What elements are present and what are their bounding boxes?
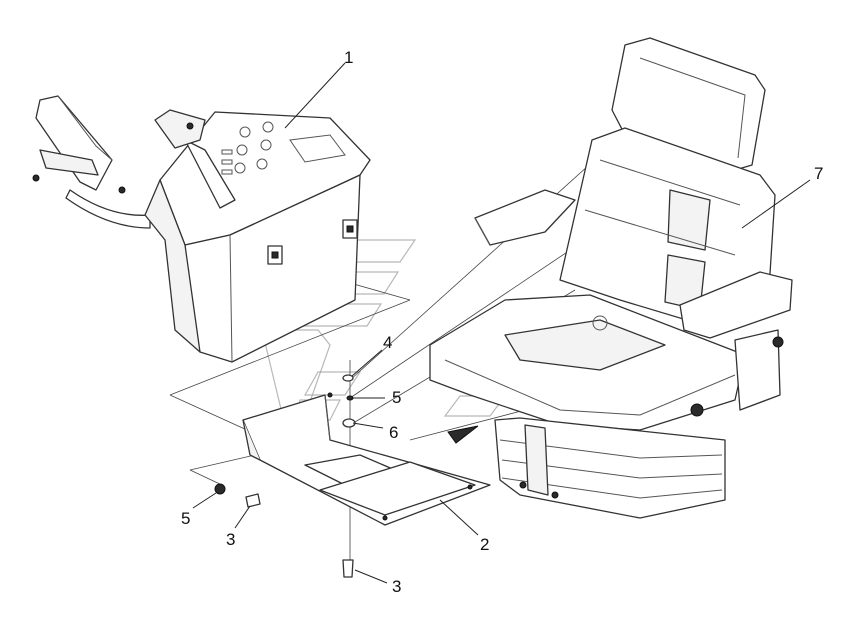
- callout-labels: 1 2 3 3 4 5 5 6 7: [181, 48, 823, 596]
- leader-lines: [192, 62, 811, 584]
- callout-7: 7: [814, 164, 823, 183]
- control-console: [32, 95, 371, 363]
- mounting-plate: [242, 392, 491, 526]
- callout-5-b: 5: [181, 509, 190, 528]
- operator-seat: [429, 37, 793, 519]
- callout-6: 6: [389, 423, 398, 442]
- callout-3-b: 3: [392, 577, 401, 596]
- callout-5-a: 5: [392, 388, 401, 407]
- callout-1: 1: [344, 48, 353, 67]
- callout-2: 2: [480, 535, 489, 554]
- callout-4: 4: [383, 333, 392, 352]
- callout-3-a: 3: [226, 530, 235, 549]
- fasteners: [214, 374, 356, 578]
